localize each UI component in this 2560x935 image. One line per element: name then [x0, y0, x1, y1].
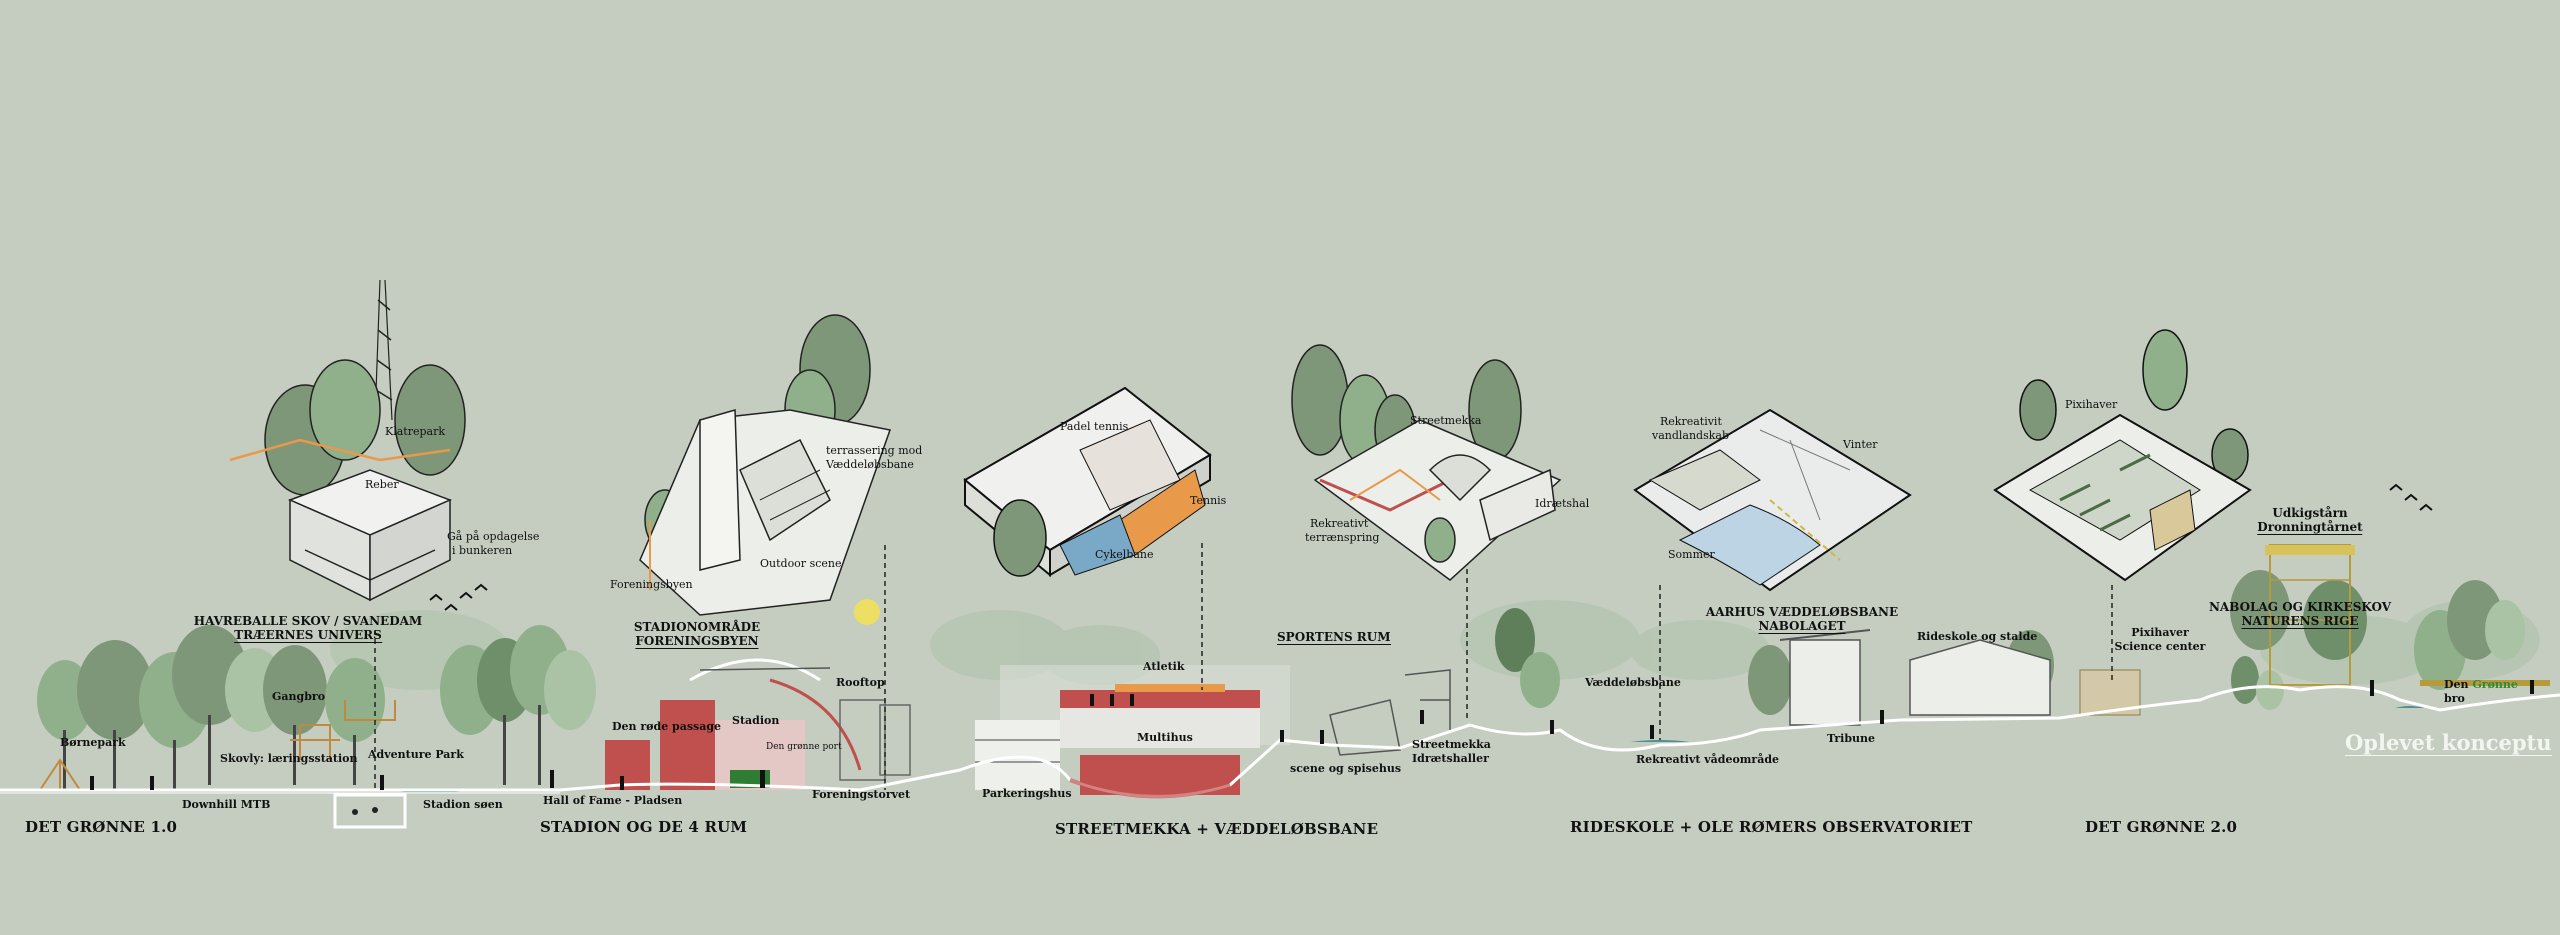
- label-bunker-2: i bunkeren: [452, 544, 513, 557]
- label-foreningstorvet: Foreningstorvet: [812, 788, 911, 801]
- label-vandlandskab-1: Rekreativit: [1660, 415, 1722, 428]
- label-adventure: Adventure Park: [368, 748, 464, 761]
- multihus-area: [975, 665, 1290, 795]
- multihus-cut: [1069, 778, 1231, 799]
- label-bornepark: Børnepark: [60, 736, 126, 749]
- label-vaeddelobsbane: Væddeløbsbane: [1585, 676, 1681, 689]
- iso-streetmekka: [1291, 344, 1562, 581]
- heading-havreballe-1: HAVREBALLE SKOV / SVANEDAM: [193, 614, 423, 628]
- bunker: [333, 793, 407, 829]
- heading-aarhus-2: NABOLAGET: [1758, 619, 1846, 634]
- iso-klatrepark: [229, 279, 466, 602]
- label-idraetshal: Idrætshal: [1535, 497, 1590, 510]
- heading-nabolag-2: NATURENS RIGE: [2241, 614, 2359, 629]
- label-skovly: Skovly: læringsstation: [220, 752, 358, 765]
- label-pixihaver-1: Pixihaver: [2131, 626, 2189, 639]
- label-downhill: Downhill MTB: [182, 798, 271, 811]
- label-streetmekka-1: Streetmekka: [1412, 738, 1491, 751]
- label-tennis: Tennis: [1190, 494, 1227, 507]
- label-outdoor-scene: Outdoor scene: [760, 557, 842, 570]
- label-vadeomraade: Rekreativt vådeområde: [1636, 753, 1780, 766]
- iso-stadion: [639, 314, 891, 616]
- label-tribune: Tribune: [1827, 732, 1876, 745]
- label-hall-of-fame: Hall of Fame - Pladsen: [543, 794, 683, 807]
- ground-line: [0, 685, 2560, 798]
- label-streetmekka-2: Idrætshaller: [1412, 752, 1489, 765]
- label-iso-pixihaver: Pixihaver: [2065, 398, 2118, 411]
- label-foreningsbyen: Foreningsbyen: [610, 578, 693, 591]
- section-title-gronne2: DET GRØNNE 2.0: [2085, 818, 2238, 836]
- label-terrassering-2: Væddeløbsbane: [826, 458, 914, 471]
- label-rooftop: Rooftop: [836, 676, 885, 689]
- label-cykelbane: Cykelbane: [1095, 548, 1154, 561]
- label-bro-2: bro: [2444, 692, 2465, 705]
- label-parkeringshus: Parkeringshus: [982, 787, 1072, 800]
- iso-vandlandskab: [1633, 408, 1912, 592]
- section-title-stadion: STADION OG DE 4 RUM: [540, 818, 748, 836]
- birds: [429, 483, 2433, 611]
- section-title-gronne1: DET GRØNNE 1.0: [25, 818, 178, 836]
- label-scene: scene og spisehus: [1290, 762, 1402, 775]
- label-bro-1: Den: [2444, 678, 2469, 691]
- label-gronne-port: Den grønne port: [766, 742, 842, 752]
- label-vinter: Vinter: [1843, 438, 1878, 451]
- heading-havreballe-2: TRÆERNES UNIVERS: [234, 628, 382, 643]
- label-terrassering-1: terrassering mod: [826, 444, 923, 457]
- section-title-streetmekka: STREETMEKKA + VÆDDELØBSBANE: [1055, 820, 1379, 838]
- label-rekreativt-1: Rekreativt: [1310, 517, 1369, 530]
- label-padel: Padel tennis: [1060, 420, 1129, 433]
- label-klatrepark: Klatrepark: [385, 425, 446, 438]
- label-vandlandskab-2: vandlandskab: [1652, 429, 1730, 442]
- label-bunker-1: Gå på opdagelse: [447, 530, 540, 543]
- label-rideskole: Rideskole og stalde: [1917, 630, 2038, 643]
- section-title-rideskole: RIDESKOLE + OLE RØMERS OBSERVATORIET: [1570, 818, 1973, 836]
- label-atletik: Atletik: [1143, 660, 1185, 673]
- label-gronne-bro: Den Grønne: [2444, 678, 2518, 692]
- label-multihus: Multihus: [1137, 731, 1193, 744]
- label-stadion: Stadion: [732, 714, 780, 727]
- label-sommer: Sommer: [1668, 548, 1715, 561]
- heading-stadionomraade-1: STADIONOMRÅDE: [633, 620, 761, 634]
- label-stadion-soen: Stadion søen: [423, 798, 503, 811]
- label-rode-passage: Den røde passage: [612, 720, 722, 733]
- iso-tennis: [963, 386, 1212, 578]
- label-iso-streetmekka: Streetmekka: [1410, 414, 1482, 427]
- label-pixihaver-2: Science center: [2114, 640, 2206, 653]
- heading-stadionomraade-2: FORENINGSBYEN: [635, 634, 759, 649]
- sun: [854, 599, 880, 625]
- label-rekreativt-2: terrænspring: [1305, 531, 1380, 544]
- label-reber: Reber: [365, 478, 399, 491]
- heading-udkig-1: Udkigstårn: [2272, 506, 2348, 520]
- iso-pixihaver: [1993, 329, 2252, 582]
- heading-udkig-2: Dronningtårnet: [2257, 520, 2363, 535]
- heading-aarhus-1: AARHUS VÆDDELØBSBANE: [1705, 605, 1899, 619]
- heading-sportens-rum: SPORTENS RUM: [1277, 630, 1391, 645]
- trees-gronne1: [37, 625, 596, 790]
- label-bro-green: Grønne: [2472, 678, 2518, 691]
- label-gangbro: Gangbro: [272, 690, 326, 703]
- people: [90, 680, 2534, 790]
- heading-nabolag-1: NABOLAG OG KIRKESKOV: [2208, 600, 2392, 614]
- concept-title: Oplevet konceptu: [2345, 730, 2552, 756]
- playground-structures: [39, 700, 396, 791]
- scene-structure: [1329, 669, 1451, 756]
